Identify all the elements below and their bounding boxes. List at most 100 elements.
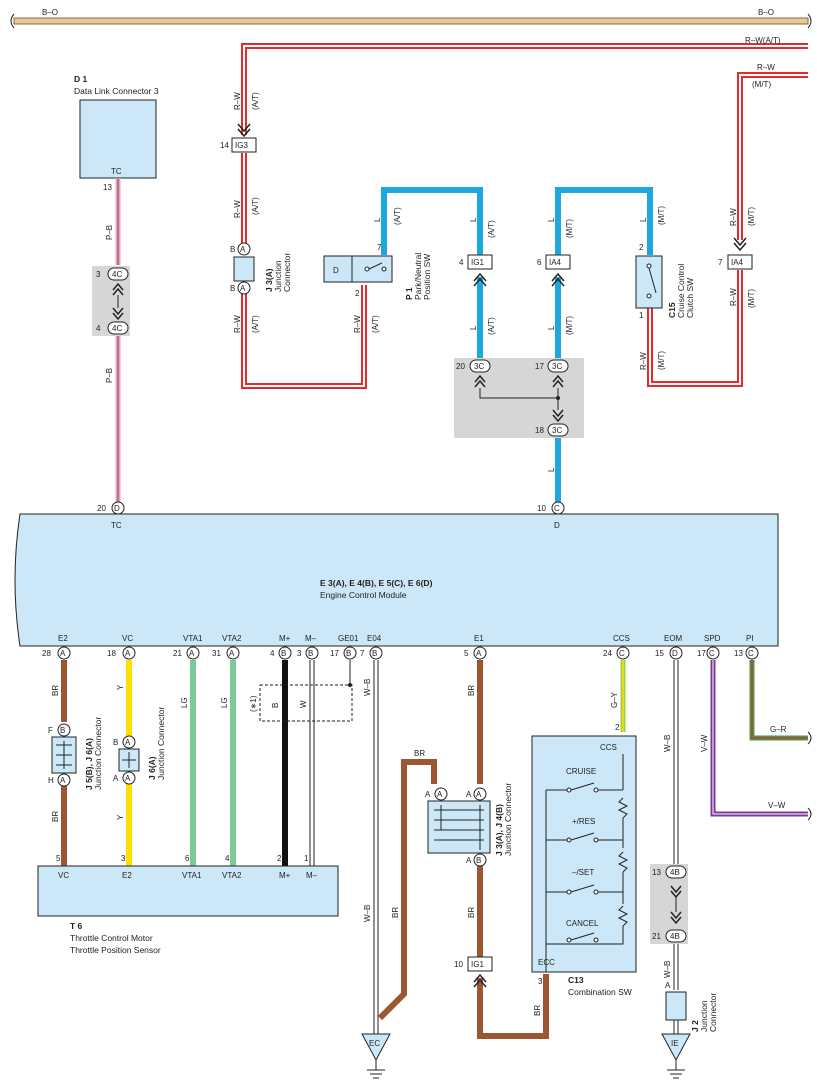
j3mid-pin-a-bottom: A <box>466 856 472 865</box>
ig3-connector: IG3 14 <box>220 123 257 153</box>
ecm-terminal-pin: 24 <box>603 649 612 658</box>
splice-3c-label: 3C <box>474 362 484 371</box>
j3a-pin-a-bottom: A <box>240 284 246 293</box>
c15-pin-bottom: 1 <box>639 311 644 320</box>
d1-terminal: TC <box>111 167 122 176</box>
wire-label-x1: (∗1) <box>249 695 258 712</box>
j3mid-line1: Junction Connector <box>503 783 513 856</box>
wire-label-l: L <box>469 325 478 330</box>
splice-4b-label: 4B <box>670 868 680 877</box>
wire-label-lg: LG <box>180 697 189 708</box>
ecm-terminal-name: GE01 <box>338 634 359 643</box>
t6-pin: 4 <box>225 854 230 863</box>
wire-label-gy: G–Y <box>610 691 619 708</box>
ig3-pin: 14 <box>220 141 229 150</box>
ecm-terminal-conn: A <box>229 649 235 658</box>
t6-terminal-name: VC <box>58 871 69 880</box>
rw-wire-at <box>241 43 808 389</box>
splice-3c-label-right: 3C <box>552 362 562 371</box>
wire-label-l: L <box>547 467 556 472</box>
c13-switch-set: –/SET <box>546 868 623 895</box>
t6-terminal-name: VTA2 <box>222 871 242 880</box>
ecm-terminal-pin: 28 <box>42 649 51 658</box>
wire-label-rw: R–W <box>353 315 362 333</box>
t6-line1: Throttle Control Motor <box>70 933 153 943</box>
j5-line1: Junction Connector <box>93 717 103 790</box>
j6-line1: Junction Connector <box>156 707 166 780</box>
j5-id: J 5(B), J 6(A) <box>84 738 94 790</box>
wire-label-br: BR <box>391 907 400 918</box>
ecm-terminal-pin: 5 <box>464 649 469 658</box>
splice-4c: 4C 3 4C 4 <box>92 266 130 336</box>
wire-label-br: BR <box>533 1005 542 1016</box>
j6-id: J 6(A) <box>147 756 157 780</box>
wire-label-br: BR <box>467 685 476 696</box>
j3mid-pin-a-left: A <box>425 790 431 799</box>
p1-line2: Position SW <box>422 254 432 300</box>
t6-terminal: 1M– <box>304 854 318 880</box>
t6-terminal-name: M– <box>306 871 318 880</box>
wire-label-b: B <box>271 703 280 708</box>
ecm-top-conn: C <box>554 504 560 513</box>
d1-id: D 1 <box>74 74 88 84</box>
wire-label-rw: R–W <box>729 288 738 306</box>
ecm-terminal-conn: B <box>346 649 351 658</box>
j3a-pin-letter-bottom: B <box>230 284 235 293</box>
t6-pin: 2 <box>277 854 282 863</box>
t6-terminal: 2M+ <box>277 854 291 880</box>
wire-label-l: L <box>547 217 556 222</box>
j5-pin-f: F <box>48 726 53 735</box>
j3-j4-junction-connector: A A A A B A J 3(A), J 4(B) Junction Conn… <box>425 783 513 867</box>
splice-4b: 4B 13 4B 21 <box>650 864 688 944</box>
ecm-terminal-name: E04 <box>367 634 382 643</box>
wire-label-br: BR <box>51 685 60 696</box>
wire-label-wb: W–B <box>363 905 372 922</box>
c15-line2: Clutch SW <box>685 278 695 318</box>
splice-4b-label-bottom: 4B <box>670 932 680 941</box>
rw-wire-mt <box>647 72 808 387</box>
wire-label-br: BR <box>467 907 476 918</box>
t6-terminal: 5VC <box>56 854 69 880</box>
ecm-name: Engine Control Module <box>320 590 407 600</box>
j3a-pin-letter: B <box>230 245 235 254</box>
wire-label-at: (A/T) <box>251 92 260 110</box>
splice-4b-pin-top: 13 <box>652 868 661 877</box>
ecm-terminal-conn: B <box>372 649 377 658</box>
ecm-terminal-conn: A <box>189 649 195 658</box>
wire-label-rw-mt-top: R–W <box>757 63 775 72</box>
j2-line2: Connector <box>708 993 718 1032</box>
splice-4c-label-bottom: 4C <box>112 324 122 333</box>
ecm-terminal-name: VTA1 <box>183 634 203 643</box>
t6-pin: 5 <box>56 854 61 863</box>
c13-switch-cancel: CANCEL <box>566 919 599 943</box>
wire-label-l: L <box>547 325 556 330</box>
wire-label-wb: W–B <box>663 735 672 752</box>
c15-line1: Cruise Control <box>676 264 686 318</box>
wire-label-at: (A/T) <box>371 315 380 333</box>
wire-label-y: Y <box>116 684 125 690</box>
wire-label-mt: (M/T) <box>657 351 666 370</box>
wire-label-pb: P–B <box>105 368 114 383</box>
wire-label-gr: G–R <box>770 725 787 734</box>
bus-label-left: B–O <box>42 8 58 17</box>
ecm-terminal-pin: 17 <box>697 649 706 658</box>
wire-label-mt-top: (M/T) <box>752 80 771 89</box>
j6-pin-a-bottom: A <box>125 774 131 783</box>
j3mid-pin-a-right: A <box>476 790 482 799</box>
ecm-terminal-conn: A <box>476 649 482 658</box>
j3mid-pin-a-label: A <box>466 790 472 799</box>
ground-ie: IE <box>661 1033 691 1079</box>
splice-4c-pin-bottom: 4 <box>96 324 101 333</box>
c13-switch-cruise: CRUISE <box>546 767 623 793</box>
splice-3c-pin-left: 20 <box>456 362 465 371</box>
engine-control-module: E 3(A), E 4(B), E 5(C), E 6(D) Engine Co… <box>14 513 779 647</box>
ecm-terminal-conn: C <box>748 649 754 658</box>
ecm-terminal-conn: A <box>125 649 131 658</box>
splice-4b-pin-bottom: 21 <box>652 932 661 941</box>
